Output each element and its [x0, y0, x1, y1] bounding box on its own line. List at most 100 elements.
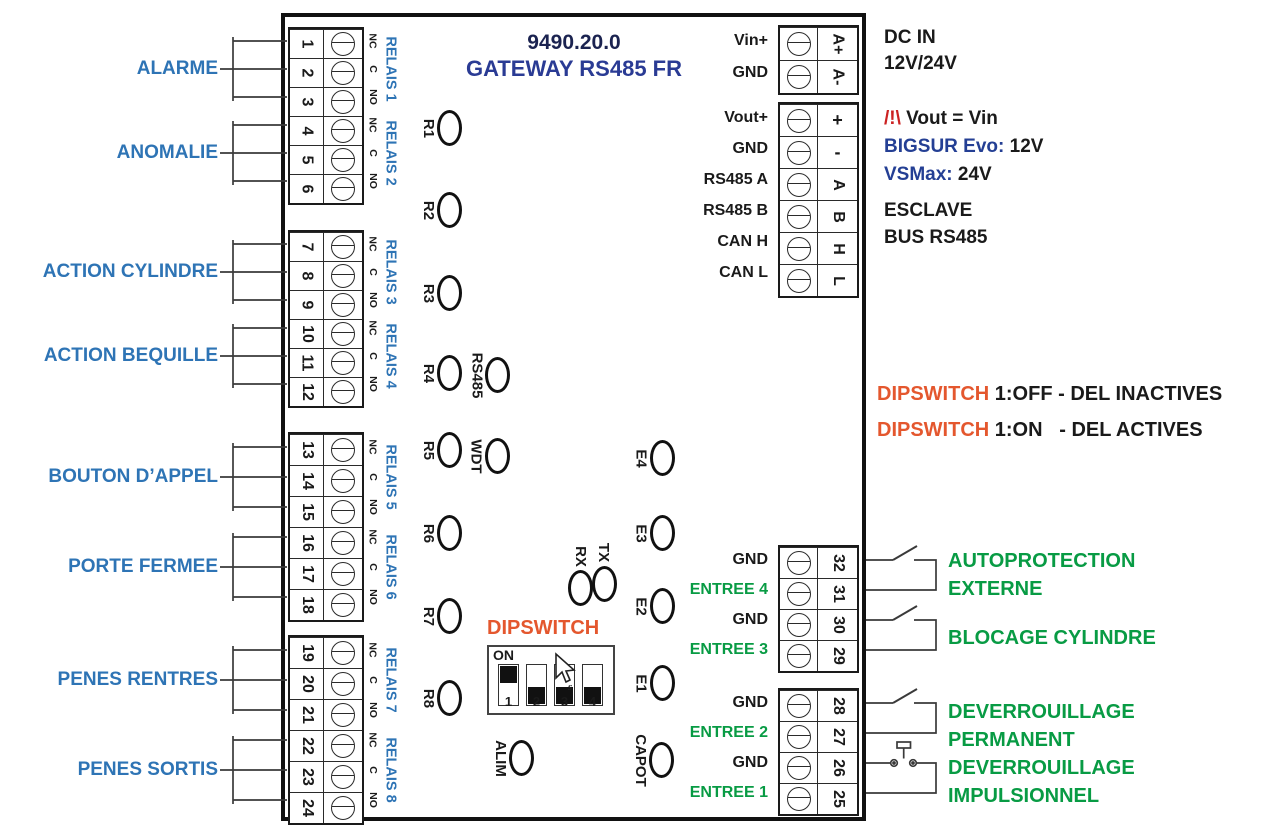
pin-id: 25: [829, 790, 847, 808]
terminal-number: 12: [298, 383, 316, 401]
led-icon: [650, 515, 675, 551]
output-label-action-bequille: ACTION BEQUILLE: [43, 345, 218, 366]
terminal-row: 14: [290, 465, 362, 496]
screw-terminal-icon: [786, 140, 811, 165]
terminal-number: 7: [298, 242, 316, 252]
led-tx: TX: [591, 538, 617, 602]
led-wdt: WDT: [468, 426, 510, 486]
led-icon: [567, 570, 593, 606]
terminal-row: 30: [780, 609, 857, 640]
led-icon: [650, 440, 675, 476]
dip-switch-number: 3: [560, 694, 569, 709]
input-label-blocage: BLOCAGE CYLINDRE: [948, 627, 1156, 649]
relay-name: RELAIS 3: [383, 239, 400, 305]
screw-terminal-icon: [331, 119, 355, 143]
led-icon: [437, 598, 462, 634]
dc-in-voltage: 12V/24V: [884, 53, 957, 74]
terminal-number: 22: [298, 737, 316, 755]
led-capot: CAPOT: [632, 728, 674, 792]
terminal-row: 10: [290, 319, 362, 348]
screw-terminal-icon: [331, 264, 355, 288]
dip-switch-number: 2: [532, 694, 541, 709]
screw-terminal-icon: [786, 644, 811, 668]
pin-label: ENTREE 1: [689, 784, 768, 801]
output-label-penes-rentres: PENES RENTRES: [57, 669, 218, 690]
pin-label: RS485 A: [703, 170, 768, 188]
pin-id: 27: [829, 728, 847, 746]
bus-label: BUS RS485: [884, 227, 988, 248]
screw-terminal-icon: [786, 172, 811, 197]
contact-label: NO: [366, 376, 379, 392]
terminal-row: 8: [290, 261, 362, 290]
terminal-number: 16: [298, 534, 316, 552]
screw-terminal-icon: [786, 551, 811, 575]
relay-name: RELAIS 5: [383, 444, 400, 510]
terminal-number: 5: [298, 155, 316, 165]
contact-label: C: [366, 149, 379, 157]
pin-id: 28: [829, 697, 847, 715]
pin-id: B: [829, 210, 847, 223]
led-icon: [650, 665, 675, 701]
contact-label: NO: [366, 173, 379, 189]
terminal-row: 11: [290, 348, 362, 377]
screw-terminal-icon: [331, 500, 355, 524]
bigsur-note: BIGSUR Evo: 12V: [884, 136, 1044, 157]
led-r7: R7: [420, 598, 462, 634]
slave-label: ESCLAVE: [884, 200, 973, 221]
contact-label: NO: [366, 292, 379, 308]
pin-label: GND: [732, 551, 768, 568]
contact-label: NO: [366, 702, 379, 718]
contact-label: C: [366, 65, 379, 73]
terminal-row: 12: [290, 377, 362, 406]
terminal-row: 20: [290, 668, 362, 699]
output-label-alarme: ALARME: [136, 58, 218, 79]
terminal-row: +: [780, 104, 857, 136]
terminal-row: 16: [290, 527, 362, 558]
relay-name: RELAIS 4: [383, 323, 400, 389]
led-icon: [437, 355, 462, 391]
terminal-number: 19: [298, 644, 316, 662]
screw-terminal-icon: [786, 65, 811, 89]
dipswitch-off-note: DIPSWITCH 1:OFF - DEL INACTIVES: [877, 383, 1223, 405]
terminal-row: A-: [780, 60, 857, 93]
terminal-row: 22: [290, 730, 362, 761]
screw-terminal-icon: [331, 672, 355, 696]
led-r6: R6: [420, 515, 462, 551]
pin-label: GND: [732, 139, 768, 157]
led-r2: R2: [420, 192, 462, 228]
terminal-number: 13: [298, 441, 316, 459]
led-e1: E1: [633, 665, 675, 701]
terminal-row: L: [780, 264, 857, 296]
screw-terminal-icon: [786, 756, 811, 780]
contact-label: NC: [366, 33, 379, 49]
terminal-number: 15: [298, 503, 316, 521]
dip-switch-2: [526, 664, 547, 706]
led-icon: [437, 680, 462, 716]
power-terminal-block: A+ A-: [778, 25, 859, 95]
contact-label: C: [366, 352, 379, 360]
screw-terminal-icon: [331, 293, 355, 317]
led-icon: [437, 432, 462, 468]
screw-terminal-icon: [331, 438, 355, 462]
pin-id: A+: [829, 33, 847, 55]
terminal-row: 18: [290, 589, 362, 620]
screw-terminal-icon: [331, 765, 355, 789]
screw-terminal-icon: [331, 703, 355, 727]
led-icon: [437, 275, 462, 311]
output-label-anomalie: ANOMALIE: [116, 142, 218, 163]
warning-icon: /!\: [884, 108, 901, 129]
terminal-row: 31: [780, 578, 857, 609]
terminal-row: 9: [290, 290, 362, 319]
screw-terminal-icon: [331, 235, 355, 259]
contact-label: NC: [366, 732, 379, 748]
terminal-number: 1: [298, 39, 316, 49]
terminal-number: 11: [298, 354, 316, 372]
led-icon: [650, 588, 675, 624]
pin-label: ENTREE 4: [689, 581, 768, 598]
contact-label: NC: [366, 642, 379, 658]
